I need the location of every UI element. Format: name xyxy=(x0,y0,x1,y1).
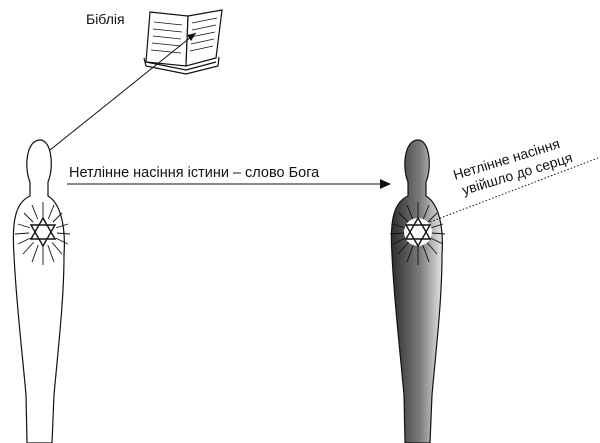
arrow-label: Нетлінне насіння істини – слово Бога xyxy=(69,165,320,181)
main-arrow-head xyxy=(380,179,391,189)
right-figure xyxy=(390,140,445,443)
left-figure-body xyxy=(13,140,64,443)
bible-connector-line xyxy=(50,33,196,150)
bible-label: Біблія xyxy=(86,11,125,27)
right-figure-body xyxy=(391,140,442,443)
left-figure xyxy=(13,140,70,443)
book-icon xyxy=(144,10,222,74)
